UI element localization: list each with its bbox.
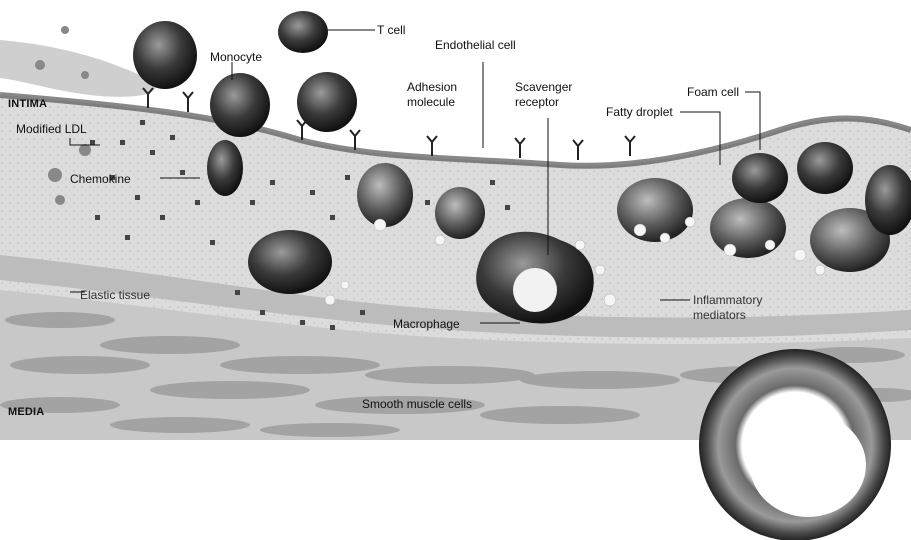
migrating-monocyte xyxy=(207,140,243,196)
label-inflammatory-mediators-1: Inflammatory xyxy=(693,293,762,307)
foam-cell-4 xyxy=(797,142,853,194)
label-adhesion-molecule-1: Adhesion xyxy=(407,80,457,94)
label-fatty-droplet: Fatty droplet xyxy=(606,105,673,119)
label-macrophage: Macrophage xyxy=(393,317,460,331)
intima-monocyte xyxy=(248,230,332,294)
label-scavenger-receptor-2: receptor xyxy=(515,95,559,109)
upper-tissue xyxy=(0,40,155,97)
label-media: MEDIA xyxy=(8,405,44,419)
label-adhesion-molecule-2: molecule xyxy=(407,95,455,109)
foam-cell-2 xyxy=(710,198,786,258)
label-monocyte: Monocyte xyxy=(210,50,262,64)
monocyte-lumen-2 xyxy=(210,73,270,137)
macrophage-droplet xyxy=(513,268,557,312)
label-elastic-tissue: Elastic tissue xyxy=(80,288,150,302)
label-scavenger-receptor-1: Scavenger xyxy=(515,80,572,94)
differentiating-cell-2 xyxy=(435,187,485,239)
label-foam-cell: Foam cell xyxy=(687,85,739,99)
label-intima: INTIMA xyxy=(8,97,47,111)
label-inflammatory-mediators-2: mediators xyxy=(693,308,746,322)
label-chemokine: Chemokine xyxy=(70,172,131,186)
foam-cell-3 xyxy=(732,153,788,203)
foam-cell-1 xyxy=(617,178,693,242)
t-cell xyxy=(278,11,328,53)
label-smooth-muscle-cells: Smooth muscle cells xyxy=(362,397,472,411)
differentiating-cell-1 xyxy=(357,163,413,227)
artery-cross-section xyxy=(699,349,891,540)
monocyte-lumen-1 xyxy=(133,21,197,89)
monocyte-lumen-3 xyxy=(297,72,357,132)
label-modified-ldl: Modified LDL xyxy=(16,122,87,136)
label-endothelial-cell: Endothelial cell xyxy=(435,38,516,52)
label-t-cell: T cell xyxy=(377,23,405,37)
